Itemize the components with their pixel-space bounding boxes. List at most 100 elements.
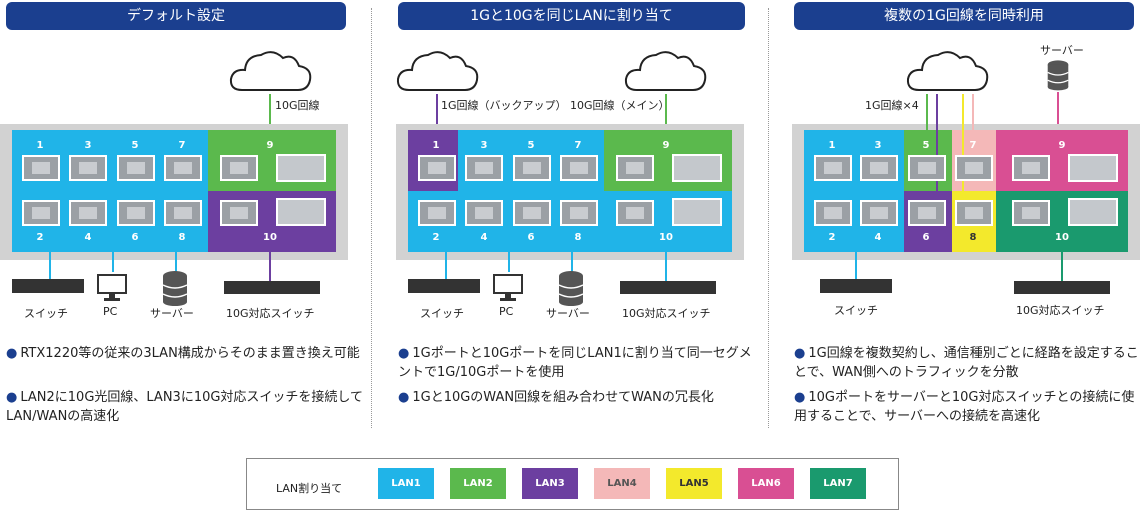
legend-lan7: LAN7 — [810, 468, 866, 499]
server-icon — [1047, 60, 1069, 91]
cloud-icon — [624, 51, 707, 91]
port-number: 3 — [84, 140, 92, 151]
device-label: PC — [103, 305, 118, 318]
switch-icon — [820, 279, 892, 293]
port-number: 8 — [178, 232, 186, 243]
device-label: サーバー — [546, 307, 590, 320]
port-number: 9 — [1058, 140, 1066, 151]
port-number: 6 — [527, 232, 535, 243]
port-number: 3 — [480, 140, 488, 151]
server-icon — [558, 271, 584, 306]
port-number: 7 — [574, 140, 582, 151]
lan-port — [860, 155, 898, 181]
port-number: 6 — [922, 232, 930, 243]
link-line — [49, 252, 51, 280]
lan-port — [465, 155, 503, 181]
wan-line — [926, 94, 928, 140]
cloud-icon — [396, 51, 479, 91]
lan-port — [513, 200, 551, 226]
lan-port — [955, 200, 993, 226]
switch-icon — [12, 279, 84, 293]
lan-port — [220, 155, 258, 181]
lan1-zone — [12, 130, 208, 252]
legend-lan5: LAN5 — [666, 468, 722, 499]
wan-label: 10G回線 — [275, 99, 320, 112]
bullet-item: ●LAN2に10G光回線、LAN3に10G対応スイッチを接続してLAN/WANの… — [6, 390, 364, 424]
wan-label: 1G回線×4 — [865, 99, 919, 112]
lan-port — [860, 200, 898, 226]
device-label: PC — [499, 305, 514, 318]
wan-line — [972, 94, 974, 140]
lan-port — [1012, 200, 1050, 226]
port-number: 1 — [432, 140, 440, 151]
server-icon — [162, 271, 188, 306]
link-line — [571, 252, 573, 272]
switch-icon — [408, 279, 480, 293]
port-number: 6 — [131, 232, 139, 243]
sfp-port — [672, 154, 722, 182]
bullet-text: 10Gポートをサーバーと10G対応スイッチとの接続に使用することで、サーバーへの… — [794, 390, 1135, 424]
link-line — [269, 252, 271, 282]
wan-line — [962, 94, 964, 204]
bullet-text: RTX1220等の従来の3LAN構成からそのまま置き換え可能 — [20, 346, 360, 361]
port-number: 1 — [828, 140, 836, 151]
divider-1 — [371, 8, 372, 428]
lan-port — [908, 155, 946, 181]
legend-lan1: LAN1 — [378, 468, 434, 499]
device-label: 10G対応スイッチ — [226, 307, 315, 320]
lan-port — [465, 200, 503, 226]
panel1-title: デフォルト設定 — [6, 2, 346, 30]
port-number: 10 — [263, 232, 277, 243]
port-number: 8 — [969, 232, 977, 243]
sfp-port — [276, 154, 326, 182]
lan-port — [814, 200, 852, 226]
port-number: 10 — [1055, 232, 1069, 243]
port-number: 7 — [178, 140, 186, 151]
link-line — [112, 252, 114, 272]
pc-icon — [97, 274, 127, 301]
bullet-item: ●10Gポートをサーバーと10G対応スイッチとの接続に使用することで、サーバーへ… — [794, 390, 1135, 424]
bullet-text: LAN2に10G光回線、LAN3に10G対応スイッチを接続してLAN/WANの高… — [6, 390, 364, 424]
legend-lan2: LAN2 — [450, 468, 506, 499]
server-line — [1057, 92, 1059, 132]
sfp-port — [1068, 154, 1118, 182]
lan-port — [560, 155, 598, 181]
port-number: 5 — [131, 140, 139, 151]
port-number: 10 — [659, 232, 673, 243]
server-label: サーバー — [1040, 44, 1084, 57]
lan-port — [616, 200, 654, 226]
wan-line — [436, 94, 438, 128]
lan-port — [22, 155, 60, 181]
lan-port — [418, 200, 456, 226]
lan-port — [908, 200, 946, 226]
pc-icon — [493, 274, 523, 301]
port-number: 4 — [84, 232, 92, 243]
lan-port — [814, 155, 852, 181]
panel2-title: 1Gと10Gを同じLANに割り当て — [398, 2, 745, 30]
link-line — [855, 252, 857, 280]
device-label: サーバー — [150, 307, 194, 320]
device-label: スイッチ — [834, 304, 878, 317]
panel3-title: 複数の1G回線を同時利用 — [794, 2, 1134, 30]
port-number: 9 — [662, 140, 670, 151]
port-number: 2 — [432, 232, 440, 243]
port-number: 5 — [922, 140, 930, 151]
cloud-icon — [229, 51, 312, 91]
wan-line — [665, 94, 667, 128]
lan-port — [69, 155, 107, 181]
lan1-zone — [804, 130, 904, 252]
port-number: 1 — [36, 140, 44, 151]
bullet-text: 1Gポートと10Gポートを同じLAN1に割り当て同一セグメントで1G/10Gポー… — [398, 346, 752, 380]
lan-port — [560, 200, 598, 226]
lan-port — [164, 155, 202, 181]
switch10g-icon — [620, 281, 716, 294]
port-number: 9 — [266, 140, 274, 151]
link-line — [508, 252, 510, 272]
legend-title: LAN割り当て — [276, 482, 343, 495]
sfp-port — [1068, 198, 1118, 226]
sfp-port — [672, 198, 722, 226]
switch10g-icon — [1014, 281, 1110, 294]
bullet-text: 1G回線を複数契約し、通信種別ごとに経路を設定することで、WAN側へのトラフィッ… — [794, 346, 1139, 380]
bullet-item: ●1Gポートと10Gポートを同じLAN1に割り当て同一セグメントで1G/10Gポ… — [398, 346, 752, 380]
lan-port — [1012, 155, 1050, 181]
